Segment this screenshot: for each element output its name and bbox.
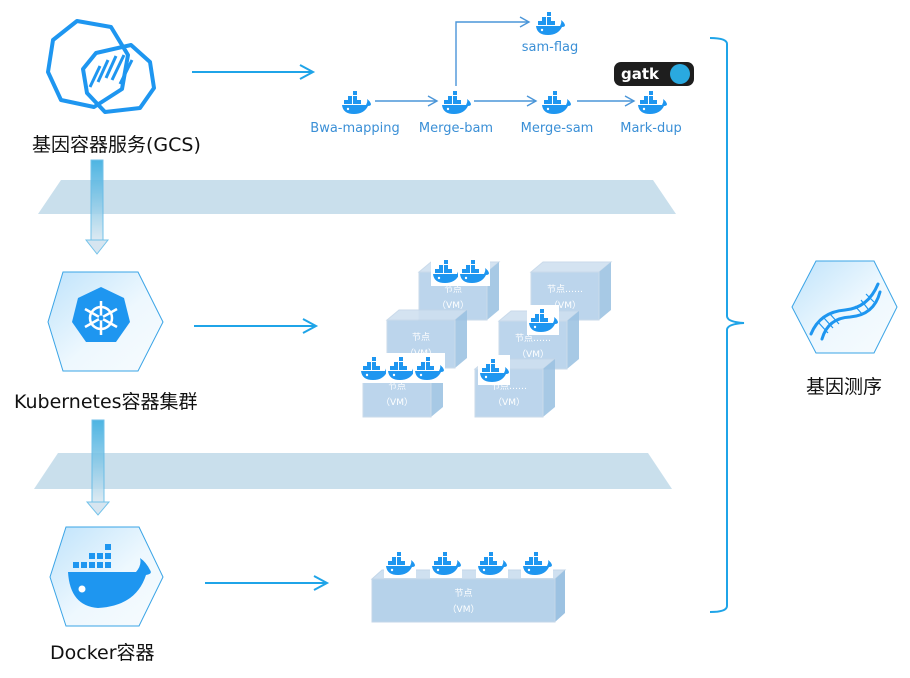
pipeline-step-label: Mark-dup (620, 121, 682, 136)
docker-container-icon (440, 87, 472, 117)
pipeline-step-label: Bwa-mapping (310, 121, 400, 136)
docker-container-icon (386, 353, 418, 383)
layer-band-2 (34, 453, 672, 489)
bracket (709, 37, 745, 613)
kubernetes-helm-icon (47, 271, 164, 372)
layer-label-gcs: 基因容器服务(GCS) (32, 134, 201, 156)
vm-node-title: 节点…… (546, 285, 583, 295)
vm-node-sub: （VM） (447, 605, 480, 615)
vm-node-label: 节点…… （VM） (475, 379, 543, 411)
pipeline-branch-label: sam-flag (521, 40, 579, 55)
docker-vm-node (370, 569, 567, 623)
docker-container-icon (458, 256, 490, 286)
vm-node-label: 节点 （VM） (363, 379, 431, 411)
gcs-hexagon-icon (46, 19, 156, 114)
vm-node-sub: （VM） (549, 301, 581, 311)
docker-whale-icon (49, 526, 164, 627)
layer-label-kubernetes: Kubernetes容器集群 (14, 391, 198, 413)
vm-node-sub: （VM） (517, 350, 549, 360)
down-arrow-1 (84, 159, 110, 255)
arrow-docker-to-node (205, 575, 330, 591)
docker-container-icon (340, 87, 372, 117)
docker-container-icon (534, 8, 566, 38)
docker-container-icon (431, 256, 463, 286)
vm-node-title: 节点 (411, 333, 430, 343)
vm-node-label: 节点…… （VM） (499, 331, 567, 363)
layer-label-docker: Docker容器 (50, 642, 155, 664)
docker-container-icon (478, 355, 510, 385)
vm-node-label: 节点 （VM） (419, 282, 487, 314)
docker-container-icon (476, 548, 508, 578)
pipeline-step-label: Merge-sam (520, 121, 594, 136)
arrow-k8s-to-cluster (194, 318, 319, 334)
wrench-icon (670, 64, 690, 84)
target-label: 基因测序 (806, 376, 883, 398)
docker-container-icon (359, 353, 391, 383)
docker-vm-node-label: 节点 （VM） (372, 586, 555, 618)
vm-node-title: 节点 (387, 382, 406, 392)
vm-node-sub: （VM） (493, 398, 525, 408)
arrow-gcs-to-pipeline (192, 64, 316, 80)
layer-band-1 (38, 180, 676, 214)
down-arrow-2 (85, 419, 111, 516)
docker-container-icon (430, 548, 462, 578)
vm-node-title: 节点…… (490, 382, 527, 392)
docker-container-icon (413, 353, 445, 383)
docker-container-icon (384, 548, 416, 578)
docker-container-icon (636, 87, 668, 117)
vm-node-label: 节点…… （VM） (531, 282, 599, 314)
docker-container-icon (521, 548, 553, 578)
dna-icon (791, 260, 898, 354)
vm-node-sub: （VM） (381, 398, 413, 408)
docker-container-icon (540, 87, 572, 117)
docker-container-icon (527, 305, 559, 335)
vm-node-title: 节点 (454, 589, 473, 599)
pipeline-step-label: Merge-bam (418, 121, 494, 136)
gatk-badge-text: gatk (621, 65, 660, 83)
vm-node-title: 节点 (443, 285, 462, 295)
pipeline-arrows (375, 16, 636, 107)
vm-node-title: 节点…… (514, 334, 551, 344)
vm-node-sub: （VM） (437, 301, 469, 311)
gatk-badge: gatk (614, 62, 694, 86)
